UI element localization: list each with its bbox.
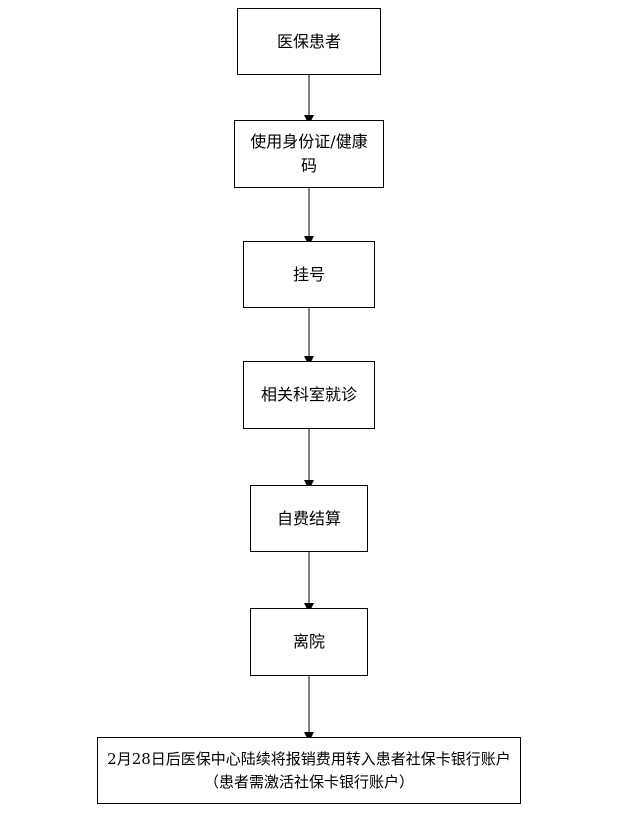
step-discharge: 离院 [250,608,368,676]
step-use-id-card-health-code: 使用身份证/健康码 [234,120,384,188]
step-use-id-card-health-code-label: 使用身份证/健康码 [250,132,368,175]
step-registration: 挂号 [243,241,375,308]
step-reimbursement-transfer: 2月28日后医保中心陆续将报销费用转入患者社保卡银行账户（患者需激活社保卡银行账… [97,737,521,804]
step-insured-patient-label: 医保患者 [276,31,341,51]
step-registration-label: 挂号 [292,264,325,284]
step-self-pay-settlement-label: 自费结算 [276,508,341,528]
step-department-visit: 相关科室就诊 [243,361,375,429]
step-discharge-label: 离院 [292,632,325,651]
step-reimbursement-transfer-label: 2月28日后医保中心陆续将报销费用转入患者社保卡银行账户（患者需激活社保卡银行账… [107,749,511,791]
step-insured-patient: 医保患者 [237,8,381,75]
step-department-visit-label: 相关科室就诊 [260,385,357,404]
step-self-pay-settlement: 自费结算 [250,485,368,552]
